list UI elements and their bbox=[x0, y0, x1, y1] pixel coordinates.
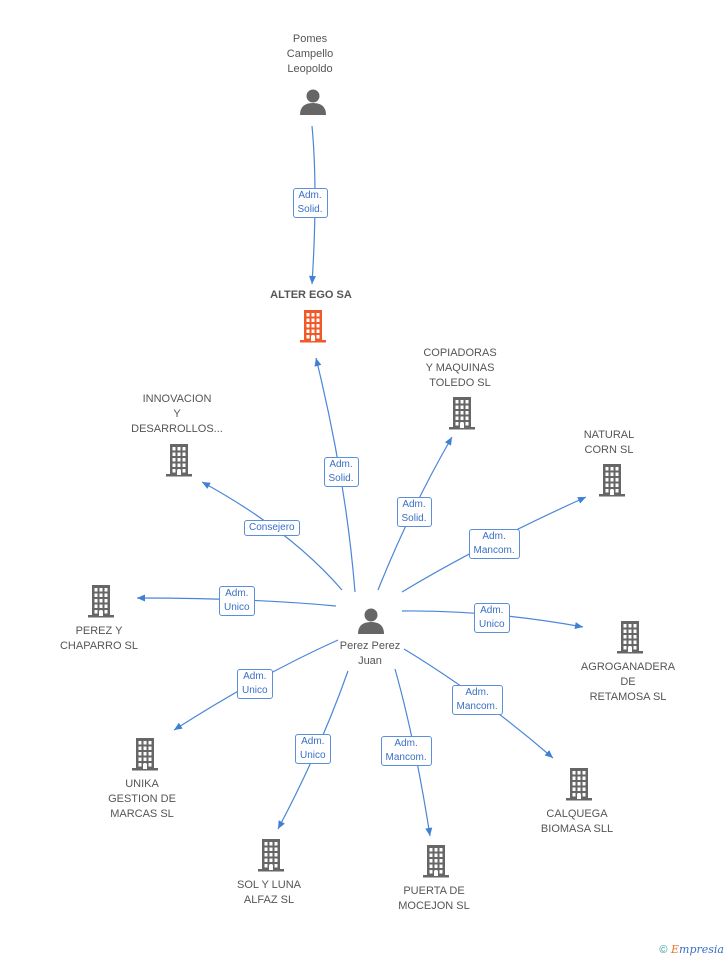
building-icon bbox=[449, 397, 475, 430]
building-icon bbox=[599, 464, 625, 497]
building-icon bbox=[258, 839, 284, 872]
building-icon bbox=[88, 585, 114, 618]
copyright-symbol: © bbox=[659, 944, 668, 956]
node-label: CALQUEGA BIOMASA SLL bbox=[540, 808, 614, 835]
node-label: COPIADORAS Y MAQUINAS TOLEDO SL bbox=[423, 347, 497, 389]
role-badge[interactable]: Consejero bbox=[244, 520, 300, 536]
empresia-logo[interactable]: © Empresia bbox=[659, 943, 724, 956]
arrowhead bbox=[174, 722, 183, 730]
arrowhead bbox=[577, 497, 586, 504]
role-badge[interactable]: Adm. Unico bbox=[474, 603, 510, 633]
building-icon bbox=[617, 621, 643, 654]
node-label: NATURAL CORN SL bbox=[583, 429, 635, 456]
building-icon bbox=[132, 738, 158, 771]
node-label: Perez Perez Juan bbox=[339, 640, 401, 667]
relationship-edge bbox=[201, 481, 343, 591]
person-icon bbox=[300, 89, 326, 115]
node-label: PEREZ Y CHAPARRO SL bbox=[59, 625, 139, 652]
arrowhead bbox=[202, 482, 211, 489]
role-badge[interactable]: Adm. Mancom. bbox=[451, 685, 503, 715]
arrowhead bbox=[425, 827, 433, 836]
building-icon bbox=[300, 310, 326, 343]
role-badge[interactable]: Adm. Solid. bbox=[323, 457, 359, 487]
node-label: ALTER EGO SA bbox=[270, 289, 352, 301]
node-label: Pomes Campello Leopoldo bbox=[286, 33, 334, 75]
arrowhead bbox=[309, 275, 317, 284]
node-label: SOL Y LUNA ALFAZ SL bbox=[237, 879, 301, 906]
node-label: INNOVACION Y DESARROLLOS... bbox=[131, 393, 223, 435]
building-icon bbox=[423, 845, 449, 878]
role-badge[interactable]: Adm. Unico bbox=[219, 586, 255, 616]
person-icon bbox=[358, 608, 384, 634]
arrowhead bbox=[444, 437, 452, 446]
role-badge[interactable]: Adm. Solid. bbox=[292, 188, 328, 218]
arrowhead bbox=[574, 622, 583, 630]
role-badge[interactable]: Adm. Mancom. bbox=[468, 529, 520, 559]
node-label: AGROGANADERA DE RETAMOSA SL bbox=[580, 661, 676, 703]
role-badge[interactable]: Adm. Mancom. bbox=[380, 736, 432, 766]
arrowhead bbox=[314, 358, 322, 367]
node-label: UNIKA GESTION DE MARCAS SL bbox=[108, 778, 176, 820]
arrowhead bbox=[278, 820, 285, 829]
brand-initial: E bbox=[671, 943, 680, 956]
arrowhead bbox=[137, 594, 145, 602]
role-badge[interactable]: Adm. Unico bbox=[295, 734, 331, 764]
arrowhead bbox=[544, 750, 553, 758]
building-icon bbox=[166, 444, 192, 477]
role-badge[interactable]: Adm. Solid. bbox=[396, 497, 432, 527]
brand-name: mpresia bbox=[679, 943, 724, 956]
building-icon bbox=[566, 768, 592, 801]
role-badge[interactable]: Adm. Unico bbox=[237, 669, 273, 699]
node-label: PUERTA DE MOCEJON SL bbox=[398, 885, 470, 912]
